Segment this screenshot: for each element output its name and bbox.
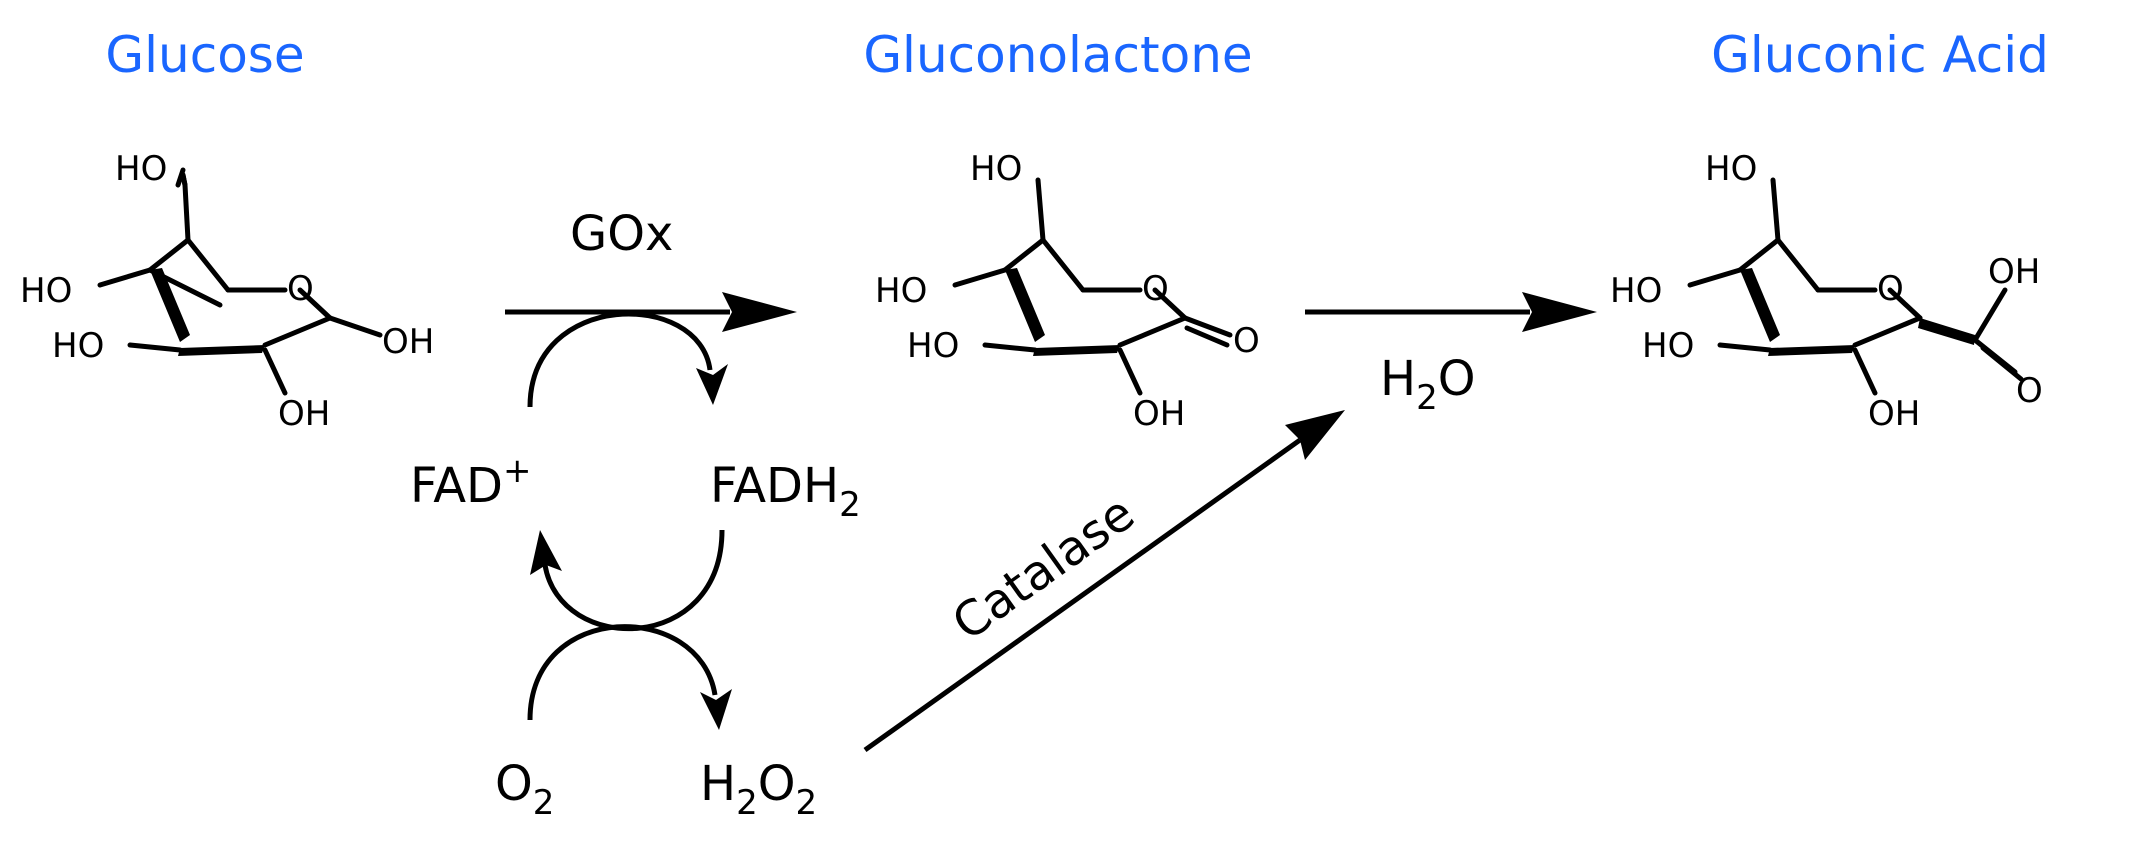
reaction-arrow-gox <box>505 292 797 332</box>
label-carbonyl-o: O <box>2016 371 2043 411</box>
label-h2o2: H2O2 <box>700 756 817 823</box>
label-ring-o: O <box>287 269 314 309</box>
label-ho: HO <box>875 271 927 311</box>
reaction-arrow-hydrolysis <box>1305 292 1597 332</box>
label-ho: HO <box>970 149 1022 189</box>
label-fadh2: FADH2 <box>710 458 861 525</box>
label-oh: OH <box>1133 394 1185 434</box>
label-oh: OH <box>382 322 434 362</box>
label-oh: OH <box>1868 394 1920 434</box>
label-fad-plus: FAD+ <box>410 451 532 514</box>
glucose-structure: HO HO HO O OH OH <box>20 149 434 434</box>
gluconolactone-structure: HO HO HO O O OH <box>875 149 1260 434</box>
label-ho: HO <box>1705 149 1757 189</box>
label-catalase: Catalase <box>942 485 1144 652</box>
compound-title-glucose: Glucose <box>105 26 304 84</box>
label-ho: HO <box>115 149 167 189</box>
fad-cycle-arrows <box>527 311 732 730</box>
label-carbonyl-o: O <box>1233 321 1260 361</box>
compound-title-gluconic-acid: Gluconic Acid <box>1711 26 2049 84</box>
label-oh: OH <box>278 394 330 434</box>
reaction-arrow-catalase <box>863 410 1345 753</box>
label-oh: OH <box>1988 252 2040 292</box>
label-ho: HO <box>1610 271 1662 311</box>
label-ho: HO <box>52 326 104 366</box>
label-ho: HO <box>20 271 72 311</box>
label-ho: HO <box>1642 326 1694 366</box>
label-ring-o: O <box>1142 269 1169 309</box>
label-ring-o: O <box>1877 269 1904 309</box>
label-h2o: H2O <box>1380 351 1476 418</box>
gluconic-acid-structure: HO HO HO O OH O OH <box>1610 149 2043 434</box>
label-ho: HO <box>907 326 959 366</box>
compound-title-gluconolactone: Gluconolactone <box>863 26 1252 84</box>
label-gox: GOx <box>570 206 673 262</box>
label-o2: O2 <box>495 756 554 823</box>
